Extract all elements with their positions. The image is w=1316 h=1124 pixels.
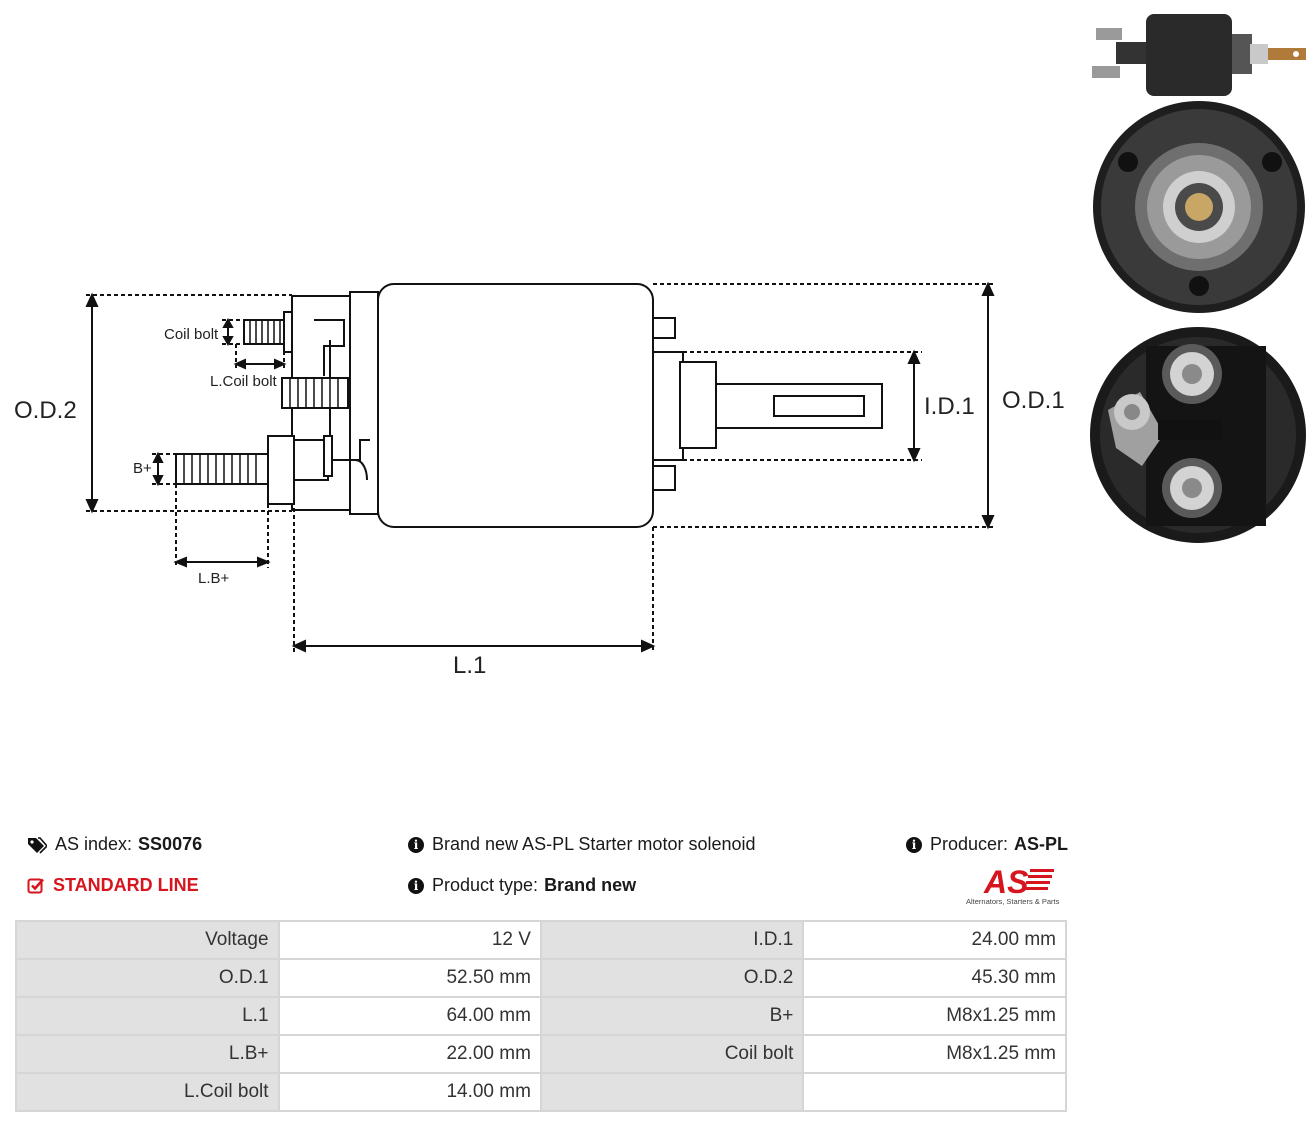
svg-text:Alternators, Starters & Parts: Alternators, Starters & Parts	[966, 897, 1060, 906]
svg-text:AS: AS	[983, 864, 1029, 900]
description-line: i Brand new AS-PL Starter motor solenoid	[408, 834, 756, 855]
table-row: Voltage 12 V I.D.1 24.00 mm	[15, 920, 1067, 960]
od2-label: O.D.2	[14, 397, 77, 424]
product-photo-back	[1090, 327, 1306, 543]
spec-value: 22.00 mm	[277, 1034, 542, 1074]
spec-value	[802, 1072, 1067, 1112]
spec-value: 12 V	[277, 920, 542, 960]
specs-table: Voltage 12 V I.D.1 24.00 mm O.D.1 52.50 …	[15, 920, 1067, 1112]
spec-key: L.B+	[15, 1034, 280, 1074]
product-type-value: Brand new	[544, 875, 637, 895]
spec-value: 14.00 mm	[277, 1072, 542, 1112]
spec-key: O.D.1	[15, 958, 280, 998]
spec-value: 45.30 mm	[802, 958, 1067, 998]
plunger-housing	[652, 351, 684, 461]
spec-key: B+	[539, 996, 805, 1036]
spec-key	[539, 1072, 805, 1112]
spec-value: M8x1.25 mm	[802, 996, 1067, 1036]
coil-bolt-label: Coil bolt	[164, 326, 219, 343]
id1-label: I.D.1	[924, 393, 975, 420]
producer-value: AS-PL	[1014, 834, 1069, 854]
product-photo-front	[1093, 101, 1305, 313]
as-index-label: AS index:	[55, 834, 133, 854]
product-photo-side	[1092, 14, 1306, 96]
table-row: L.1 64.00 mm B+ M8x1.25 mm	[15, 996, 1067, 1036]
producer-label: Producer:	[930, 834, 1009, 854]
spec-key: L.1	[15, 996, 280, 1036]
as-pl-logo: AS Alternators, Starters & Parts	[966, 864, 1060, 906]
product-type-line: i Product type: Brand new	[408, 875, 636, 896]
od1-label: O.D.1	[1002, 387, 1065, 414]
standard-line-label: STANDARD LINE	[53, 875, 199, 895]
spec-key: O.D.2	[539, 958, 805, 998]
table-row: O.D.1 52.50 mm O.D.2 45.30 mm	[15, 958, 1067, 998]
spec-key: I.D.1	[539, 920, 805, 960]
spec-value: M8x1.25 mm	[802, 1034, 1067, 1074]
spec-key: L.Coil bolt	[15, 1072, 280, 1112]
l-coil-bolt-label: L.Coil bolt	[210, 373, 278, 390]
table-row: L.Coil bolt 14.00 mm	[15, 1072, 1067, 1112]
checkbox-checked-icon	[27, 878, 44, 893]
spec-value: 24.00 mm	[802, 920, 1067, 960]
spec-value: 52.50 mm	[277, 958, 542, 998]
table-row: L.B+ 22.00 mm Coil bolt M8x1.25 mm	[15, 1034, 1067, 1074]
tags-icon	[28, 836, 47, 854]
l1-label: L.1	[453, 652, 486, 679]
product-type-label: Product type:	[432, 875, 539, 895]
b-plus-label: B+	[133, 460, 152, 477]
standard-line: STANDARD LINE	[27, 875, 199, 896]
description-text: Brand new AS-PL Starter motor solenoid	[432, 834, 756, 854]
as-index-line: AS index: SS0076	[27, 834, 202, 855]
spec-key: Voltage	[15, 920, 280, 960]
producer-line: i Producer: AS-PL	[906, 834, 1068, 855]
info-icon: i	[408, 877, 424, 894]
l-b-plus-label: L.B+	[198, 570, 230, 587]
technical-drawing: O.D.2 O.D.1 I.D.1 L.1 Coil bolt L.Coil b…	[14, 281, 1065, 679]
solenoid-body	[377, 283, 654, 528]
info-icon: i	[408, 836, 424, 853]
spec-value: 64.00 mm	[277, 996, 542, 1036]
spec-key: Coil bolt	[539, 1034, 805, 1074]
as-index-value: SS0076	[138, 834, 203, 854]
info-icon: i	[906, 836, 922, 853]
